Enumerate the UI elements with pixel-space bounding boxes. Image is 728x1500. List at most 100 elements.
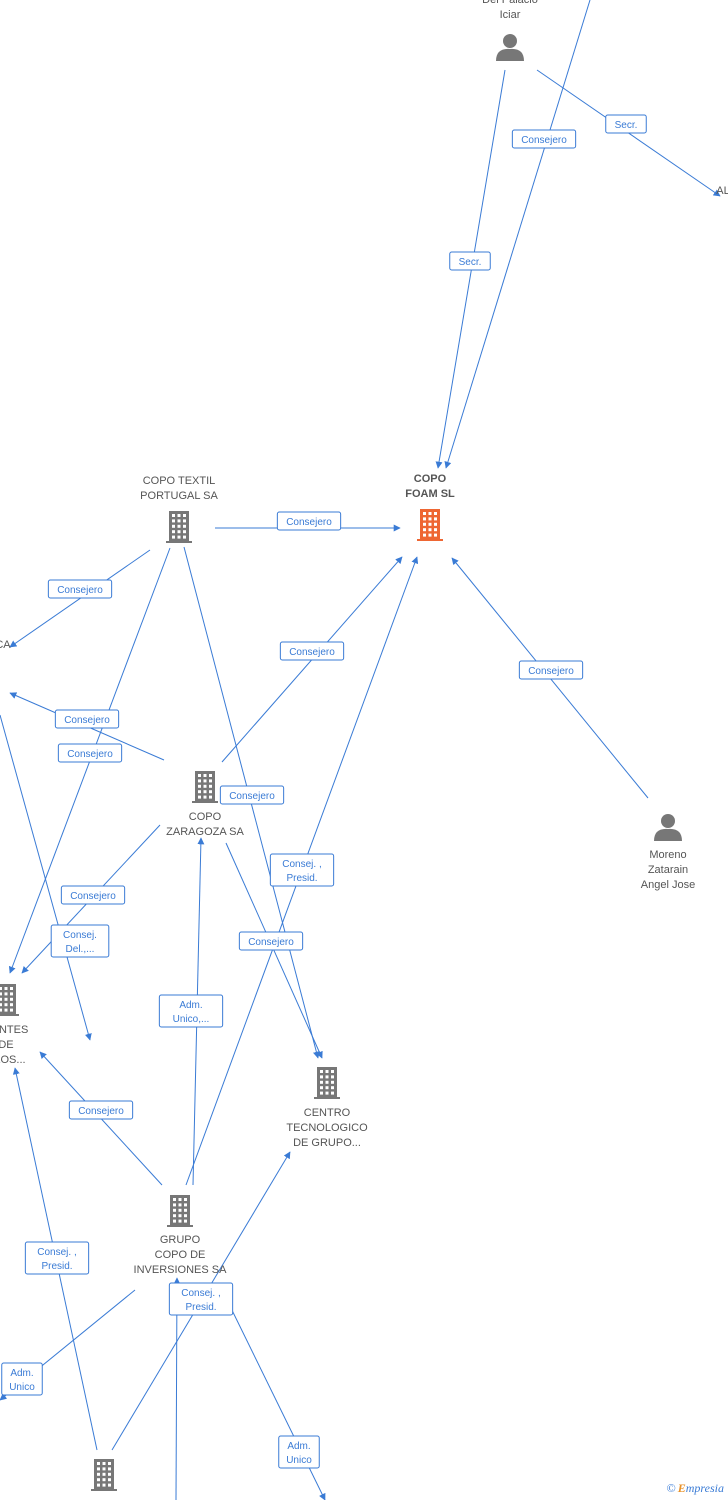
edge-badge-17[interactable]: Consej. , Presid. xyxy=(24,1241,90,1275)
badge-label: Consej. xyxy=(63,930,97,941)
node-label: FOAM SL xyxy=(405,488,455,500)
node-label: Del Palacio xyxy=(482,0,538,6)
node-label: COPO TEXTIL xyxy=(143,475,216,487)
edge-line-20 xyxy=(226,1299,326,1500)
edge-badge-4[interactable]: Consejero xyxy=(276,511,342,531)
badge-label: Secr. xyxy=(615,120,638,131)
node-bottom[interactable] xyxy=(91,1459,117,1491)
node-componentes[interactable]: NENTESDEULOS... xyxy=(0,984,28,1066)
edge-badge-7[interactable]: Consejero xyxy=(279,641,345,661)
node-label: AL xyxy=(716,185,728,197)
edge-badge-18[interactable]: Consej. ,Presid. xyxy=(168,1282,234,1316)
badge-box xyxy=(60,885,126,905)
badge-box xyxy=(168,1282,234,1316)
node-label: COPO xyxy=(189,811,222,823)
badge-box xyxy=(24,1241,90,1275)
node-label: DE GRUPO... xyxy=(293,1137,361,1149)
badge-label: Adm. xyxy=(10,1368,33,1379)
edge-badge-19[interactable]: Adm. Unico xyxy=(1,1362,43,1396)
building-icon xyxy=(417,509,443,541)
node-label: CA xyxy=(0,639,11,651)
edge-badge-10[interactable]: Consejero xyxy=(219,785,285,805)
node-label: COPO DE xyxy=(155,1249,206,1261)
edge-badge-20[interactable]: Adm.Unico xyxy=(278,1435,320,1469)
empresia-watermark[interactable]: ©Empresia xyxy=(667,1481,724,1496)
edge-badge-15[interactable]: Adm.Unico,... xyxy=(158,994,224,1028)
edge-badge-14[interactable]: Consejero xyxy=(238,931,304,951)
watermark-logo-letter: E xyxy=(677,1481,686,1495)
building-icon xyxy=(91,1459,117,1491)
edge-line-11 xyxy=(0,714,92,1041)
badge-label: Consejero xyxy=(289,647,335,658)
badge-label: Consejero xyxy=(248,937,294,948)
node-textil[interactable]: COPO TEXTIL PORTUGAL SA xyxy=(140,475,218,543)
building-icon xyxy=(192,771,218,803)
badge-label: Unico xyxy=(9,1382,35,1393)
node-label: Iciar xyxy=(500,9,521,21)
badge-box xyxy=(57,743,123,763)
edge-badge-13[interactable]: Consej. Del.,... xyxy=(50,924,110,958)
edge-line-2 xyxy=(444,0,591,469)
edge-badge-16[interactable]: Consejero xyxy=(68,1100,134,1120)
badge-box xyxy=(238,931,304,951)
badge-label: Consejero xyxy=(78,1106,124,1117)
badge-box xyxy=(449,251,491,271)
badge-box xyxy=(158,994,224,1028)
node-label: NENTES xyxy=(0,1024,28,1036)
badge-label: Presid. xyxy=(41,1261,72,1272)
node-rightal[interactable]: AL xyxy=(716,185,728,197)
badge-label: Consej. , xyxy=(37,1247,76,1258)
badge-label: Consejero xyxy=(70,891,116,902)
badge-label: Consej. , xyxy=(181,1288,220,1299)
edge-badge-11[interactable]: Consej. ,Presid. xyxy=(269,853,335,887)
node-label: Moreno xyxy=(649,849,686,861)
badge-label: Consejero xyxy=(64,715,110,726)
node-zaragoza[interactable]: COPO ZARAGOZA SA xyxy=(166,771,244,838)
badge-box xyxy=(68,1100,134,1120)
badge-label: Del.,... xyxy=(66,944,95,955)
building-icon xyxy=(314,1067,340,1099)
badge-label: Consejero xyxy=(286,517,332,528)
building-icon xyxy=(0,984,19,1016)
badge-label: Adm. xyxy=(179,1000,202,1011)
node-label: GRUPO xyxy=(160,1234,201,1246)
node-label: Angel Jose xyxy=(641,879,695,891)
edge-badge-5[interactable]: Consejero xyxy=(47,579,113,599)
edge-badge-3[interactable]: Secr. xyxy=(449,251,491,271)
node-label: DE xyxy=(0,1039,14,1051)
node-label: Zatarain xyxy=(648,864,688,876)
building-icon xyxy=(166,511,192,543)
node-label: TECNOLOGICO xyxy=(286,1122,368,1134)
node-centro[interactable]: CENTRO TECNOLOGICO DE GRUPO... xyxy=(286,1067,368,1149)
badge-box xyxy=(219,785,285,805)
badge-label: Presid. xyxy=(286,873,317,884)
edge-badge-8[interactable]: Consejero xyxy=(54,709,120,729)
edge-badge-9[interactable]: Consejero xyxy=(57,743,123,763)
building-icon xyxy=(167,1195,193,1227)
node-leftca[interactable]: CA xyxy=(0,639,11,651)
node-label: CENTRO xyxy=(304,1107,351,1119)
badge-label: Consejero xyxy=(528,666,574,677)
edge-badge-1[interactable]: Secr. xyxy=(605,114,647,134)
edge-badge-6[interactable]: Consejero xyxy=(518,660,584,680)
copyright-symbol: © xyxy=(666,1481,676,1495)
person-icon xyxy=(496,34,524,61)
edge-badges: Secr.ConsejeroSecr.ConsejeroConsejeroCon… xyxy=(1,114,647,1469)
node-label: PORTUGAL SA xyxy=(140,490,218,502)
badge-box xyxy=(518,660,584,680)
badge-label: Consejero xyxy=(67,749,113,760)
edge-badge-12[interactable]: Consejero xyxy=(60,885,126,905)
watermark-logo-text: mpresia xyxy=(685,1481,724,1495)
badge-label: Secr. xyxy=(459,257,482,268)
edge-badge-2[interactable]: Consejero xyxy=(511,129,577,149)
badge-box xyxy=(1,1362,43,1396)
badge-box xyxy=(269,853,335,887)
node-label: ZARAGOZA SA xyxy=(166,826,244,838)
badge-label: Consejero xyxy=(229,791,275,802)
badge-box xyxy=(50,924,110,958)
